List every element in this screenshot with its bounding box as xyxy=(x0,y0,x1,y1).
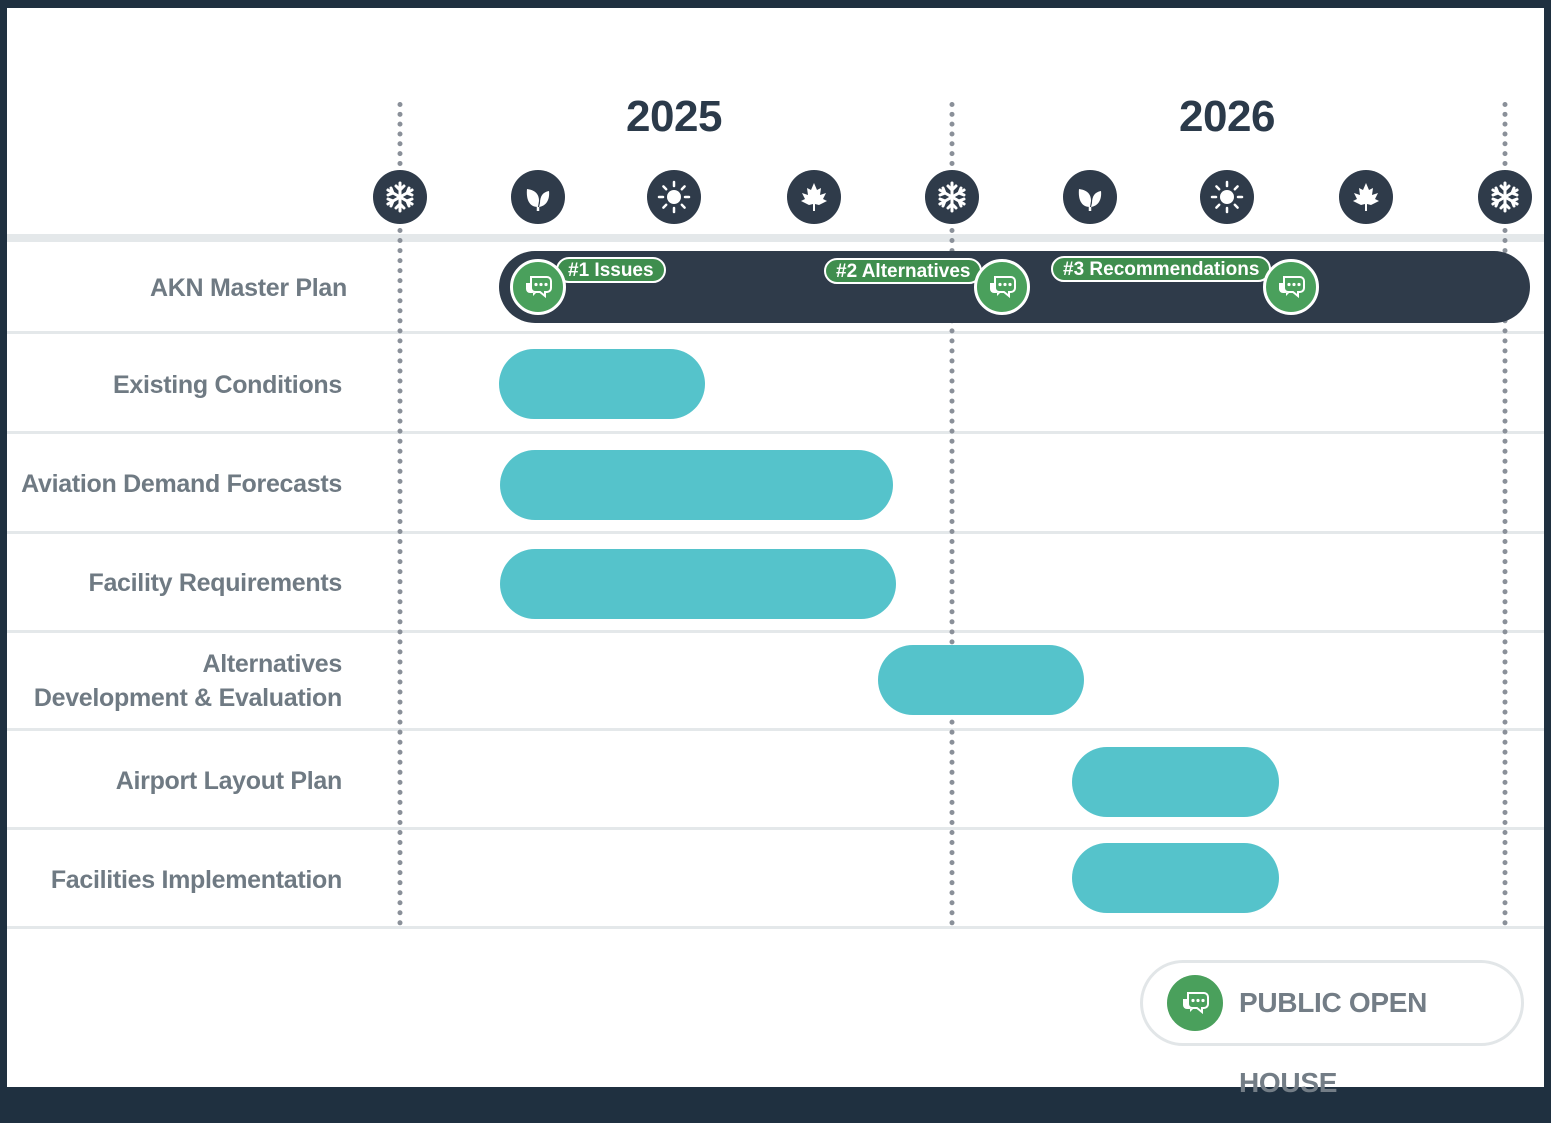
milestone-tag-alternatives: #2 Alternatives xyxy=(824,258,983,284)
year-boundary-line xyxy=(397,228,403,926)
row-divider xyxy=(7,331,1544,334)
row-label-existing-conditions: Existing Conditions xyxy=(112,371,342,399)
row-label-alternatives-line2: Development & Evaluation xyxy=(33,684,342,712)
open-house-icon xyxy=(974,259,1030,315)
row-label-master-plan: AKN Master Plan xyxy=(150,274,347,302)
sun-icon xyxy=(647,170,701,224)
row-label-alternatives: Alternatives Development & Evaluation xyxy=(34,647,342,715)
milestone-tag-issues: #1 Issues xyxy=(556,257,666,283)
row-divider xyxy=(7,926,1544,929)
year-boundary-line xyxy=(949,228,955,926)
snowflake-icon xyxy=(373,170,427,224)
task-bar-existing-conditions xyxy=(499,349,705,419)
row-label-facility-requirements: Facility Requirements xyxy=(88,569,342,597)
year-boundary-line xyxy=(397,102,403,166)
snowflake-icon xyxy=(1478,170,1532,224)
leaf-icon xyxy=(1063,170,1117,224)
task-bar-airport-layout-plan xyxy=(1072,747,1279,817)
row-label-airport-layout-plan: Airport Layout Plan xyxy=(115,767,343,795)
snowflake-icon xyxy=(925,170,979,224)
maple-leaf-icon xyxy=(1339,170,1393,224)
row-label-demand-forecasts: Aviation Demand Forecasts xyxy=(21,470,342,498)
year-boundary-line xyxy=(949,102,955,166)
row-divider xyxy=(7,630,1544,633)
leaf-icon xyxy=(511,170,565,224)
open-house-icon xyxy=(510,259,566,315)
row-divider xyxy=(7,728,1544,731)
task-bar-demand-forecasts xyxy=(500,450,893,520)
legend-label: PUBLIC OPEN HOUSE xyxy=(1239,987,1428,1098)
row-divider xyxy=(7,827,1544,830)
year-header-2026: 2026 xyxy=(1179,92,1275,141)
year-boundary-line xyxy=(1502,228,1508,926)
row-label-alternatives-line1: Alternatives xyxy=(202,650,342,678)
legend-public-open-house: PUBLIC OPEN HOUSE xyxy=(1140,960,1524,1098)
schedule-panel xyxy=(7,8,1544,1087)
year-boundary-line xyxy=(1502,102,1508,166)
chat-bubble-icon xyxy=(1167,975,1223,1031)
task-bar-alternatives xyxy=(878,645,1084,715)
row-label-facilities-implementation: Facilities Implementation xyxy=(50,866,342,894)
header-divider xyxy=(7,234,1544,242)
milestone-tag-recommendations: #3 Recommendations xyxy=(1051,256,1272,282)
task-bar-facilities-implementation xyxy=(1072,843,1279,913)
open-house-icon xyxy=(1263,259,1319,315)
maple-leaf-icon xyxy=(787,170,841,224)
sun-icon xyxy=(1200,170,1254,224)
year-header-2025: 2025 xyxy=(626,92,722,141)
task-bar-facility-requirements xyxy=(500,549,896,619)
row-divider xyxy=(7,431,1544,434)
row-divider xyxy=(7,531,1544,534)
